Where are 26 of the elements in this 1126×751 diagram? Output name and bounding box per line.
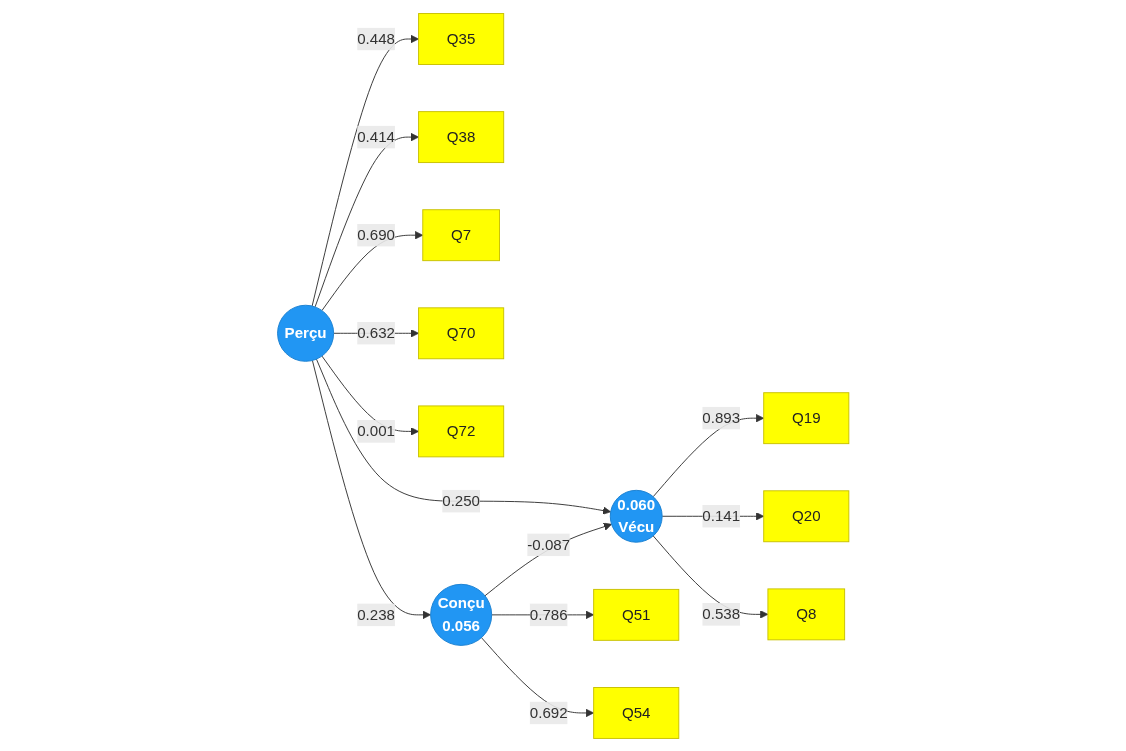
node-box: Q54 bbox=[593, 686, 680, 739]
edge-label: -0.087 bbox=[527, 535, 570, 552]
edge-label: 0.414 bbox=[357, 128, 395, 145]
edge-label: 0.692 bbox=[529, 703, 568, 721]
node-circle: 0.060 Vécu bbox=[609, 489, 663, 543]
node-box: Q51 bbox=[593, 588, 680, 641]
edge-label: 0.141 bbox=[702, 507, 740, 524]
edge-label: 0.250 bbox=[442, 492, 480, 509]
node-circle: Conçu 0.056 bbox=[429, 583, 492, 646]
node-box: Q8 bbox=[767, 587, 845, 640]
node-box: Q72 bbox=[417, 404, 504, 457]
node-box: Q20 bbox=[763, 489, 850, 542]
edge-label: 0.001 bbox=[357, 422, 395, 439]
node-box: Q35 bbox=[417, 12, 504, 65]
node-box: Q7 bbox=[422, 208, 500, 261]
edge-label: 0.632 bbox=[357, 324, 395, 341]
node-box: Q19 bbox=[763, 391, 850, 444]
node-box: Q70 bbox=[417, 306, 504, 359]
edge-label: 0.690 bbox=[357, 226, 395, 243]
node-box: Q38 bbox=[417, 110, 504, 163]
edge-label: 0.786 bbox=[529, 605, 568, 622]
edge-label: 0.538 bbox=[702, 605, 740, 622]
edge-label: 0.238 bbox=[357, 605, 395, 622]
edge-label: 0.448 bbox=[357, 30, 395, 47]
node-circle: Perçu bbox=[276, 304, 334, 362]
edge-label: 0.893 bbox=[702, 409, 740, 426]
